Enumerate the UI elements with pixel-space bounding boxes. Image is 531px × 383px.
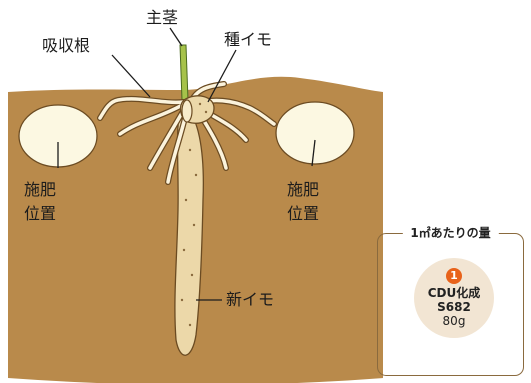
seed-tuber-label: 種イモ	[224, 30, 272, 50]
fertilizer-right-line2: 位置	[287, 202, 319, 226]
absorbing-roots-label: 吸収根	[42, 36, 90, 56]
fertilizer-position-left-label: 施肥 位置	[24, 178, 56, 226]
fertilizer-left-line1: 施肥	[24, 178, 56, 202]
dose-circle: 1 CDU化成 S682 80g	[414, 258, 494, 338]
dose-title: 1㎡あたりの量	[402, 224, 498, 242]
new-tuber-label: 新イモ	[226, 290, 274, 310]
fertilizer-position-right-label: 施肥 位置	[287, 178, 319, 226]
fertilizer-position-right	[276, 102, 354, 164]
main-stem	[180, 45, 188, 100]
fertilizer-right-line1: 施肥	[287, 178, 319, 202]
dose-per-sqm-box: 1㎡あたりの量 1 CDU化成 S682 80g	[377, 233, 524, 376]
product-amount: 80g	[443, 314, 466, 328]
main-stem-label: 主茎	[146, 8, 178, 28]
fertilizer-left-line2: 位置	[24, 202, 56, 226]
product-code: S682	[437, 300, 471, 314]
number-badge: 1	[446, 268, 462, 284]
product-name: CDU化成	[428, 286, 481, 300]
